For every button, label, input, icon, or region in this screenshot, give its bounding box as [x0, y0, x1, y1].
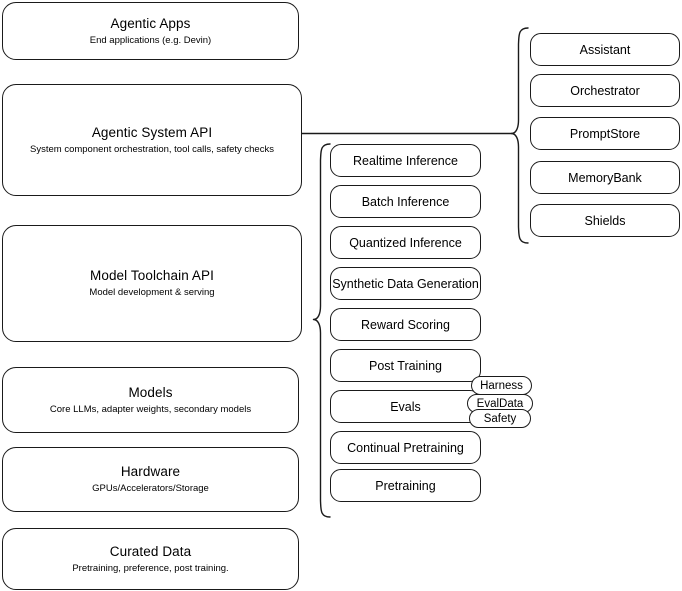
capability-pretraining[interactable]: Pretraining [330, 469, 481, 502]
layer-title: Agentic System API [91, 124, 213, 140]
layer-hardware[interactable]: Hardware GPUs/Accelerators/Storage [2, 447, 299, 512]
capability-quantized-inference[interactable]: Quantized Inference [330, 226, 481, 259]
component-promptstore[interactable]: PromptStore [530, 117, 680, 150]
layer-curated-data[interactable]: Curated Data Pretraining, preference, po… [2, 528, 299, 590]
brace-toolchain-capabilities [312, 143, 331, 518]
layer-title: Hardware [120, 464, 181, 479]
layer-subtitle: GPUs/Accelerators/Storage [92, 483, 209, 494]
layer-agentic-system-api[interactable]: Agentic System API System component orch… [2, 84, 302, 196]
layer-title: Model Toolchain API [90, 268, 214, 283]
capability-realtime-inference[interactable]: Realtime Inference [330, 144, 481, 177]
badge-safety[interactable]: Safety [469, 409, 531, 428]
layer-title: Agentic Apps [110, 15, 191, 31]
layer-subtitle: System component orchestration, tool cal… [30, 143, 274, 155]
brace-agentic-components [510, 27, 529, 244]
badge-harness[interactable]: Harness [471, 376, 532, 395]
layer-subtitle: Pretraining, preference, post training. [72, 562, 229, 574]
capability-batch-inference[interactable]: Batch Inference [330, 185, 481, 218]
capability-reward-scoring[interactable]: Reward Scoring [330, 308, 481, 341]
component-memorybank[interactable]: MemoryBank [530, 161, 680, 194]
capability-continual-pretraining[interactable]: Continual Pretraining [330, 431, 481, 464]
component-assistant[interactable]: Assistant [530, 33, 680, 66]
capability-post-training[interactable]: Post Training [330, 349, 481, 382]
layer-subtitle: Model development & serving [89, 287, 215, 298]
layer-model-toolchain-api[interactable]: Model Toolchain API Model development & … [2, 225, 302, 342]
capability-synthetic-data-generation[interactable]: Synthetic Data Generation [330, 267, 481, 300]
layer-agentic-apps[interactable]: Agentic Apps End applications (e.g. Devi… [2, 2, 299, 60]
capability-evals[interactable]: Evals [330, 390, 481, 423]
layer-title: Models [128, 384, 173, 400]
layer-models[interactable]: Models Core LLMs, adapter weights, secon… [2, 367, 299, 433]
component-orchestrator[interactable]: Orchestrator [530, 74, 680, 107]
layer-title: Curated Data [109, 543, 192, 559]
layer-subtitle: Core LLMs, adapter weights, secondary mo… [49, 403, 252, 415]
layer-subtitle: End applications (e.g. Devin) [89, 34, 212, 46]
component-shields[interactable]: Shields [530, 204, 680, 237]
